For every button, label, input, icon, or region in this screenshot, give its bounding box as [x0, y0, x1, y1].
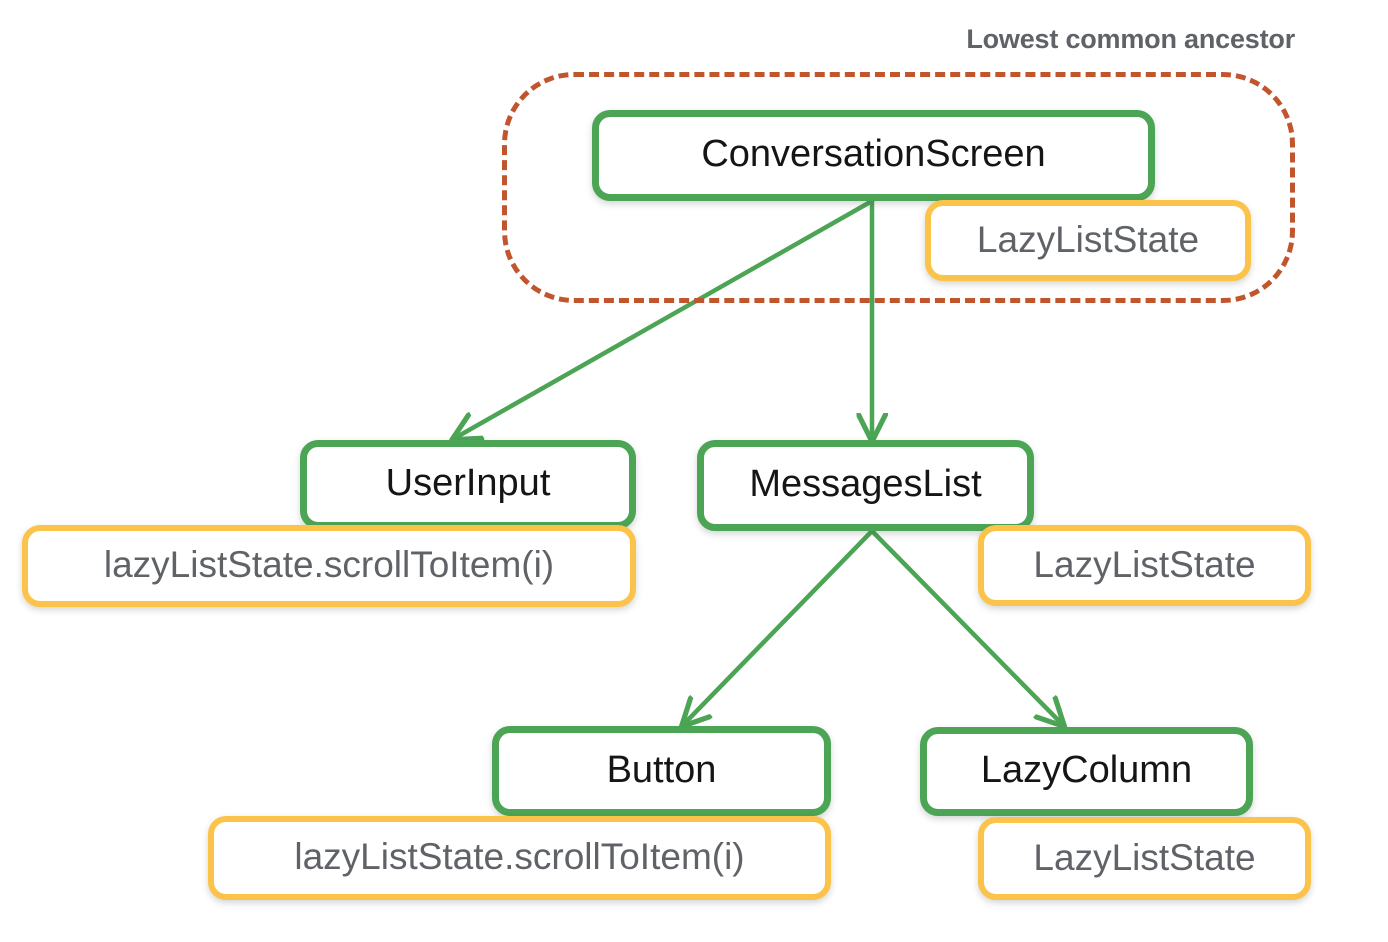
node-user-input-label: UserInput — [385, 462, 551, 504]
node-conversation-screen[interactable]: ConversationScreen — [592, 110, 1155, 201]
node-messages-list-state-label: LazyListState — [1033, 543, 1256, 585]
node-conversation-screen-state-label: LazyListState — [976, 218, 1200, 260]
node-user-input-state[interactable]: lazyListState.scrollToItem(i) — [22, 525, 636, 607]
node-messages-list-label: MessagesList — [749, 463, 982, 505]
node-messages-list[interactable]: MessagesList — [697, 440, 1034, 531]
node-lazy-column-label: LazyColumn — [980, 749, 1193, 791]
node-user-input-state-label: lazyListState.scrollToItem(i) — [103, 544, 555, 585]
node-messages-list-state[interactable]: LazyListState — [978, 525, 1311, 606]
node-lazy-column[interactable]: LazyColumn — [920, 727, 1253, 816]
node-button-label: Button — [606, 748, 717, 791]
node-button[interactable]: Button — [492, 726, 831, 816]
node-button-state[interactable]: lazyListState.scrollToItem(i) — [208, 816, 831, 900]
node-lazy-column-state-label: LazyListState — [1033, 836, 1256, 878]
lowest-common-ancestor-group — [502, 72, 1295, 303]
node-conversation-screen-label: ConversationScreen — [701, 133, 1046, 175]
node-conversation-screen-state[interactable]: LazyListState — [925, 200, 1251, 281]
lowest-common-ancestor-label: Lowest common ancestor — [966, 24, 1295, 54]
node-user-input[interactable]: UserInput — [300, 440, 636, 529]
node-lazy-column-state[interactable]: LazyListState — [978, 817, 1311, 900]
edge-messageslist-button — [684, 529, 874, 724]
node-button-state-label: lazyListState.scrollToItem(i) — [294, 836, 745, 877]
